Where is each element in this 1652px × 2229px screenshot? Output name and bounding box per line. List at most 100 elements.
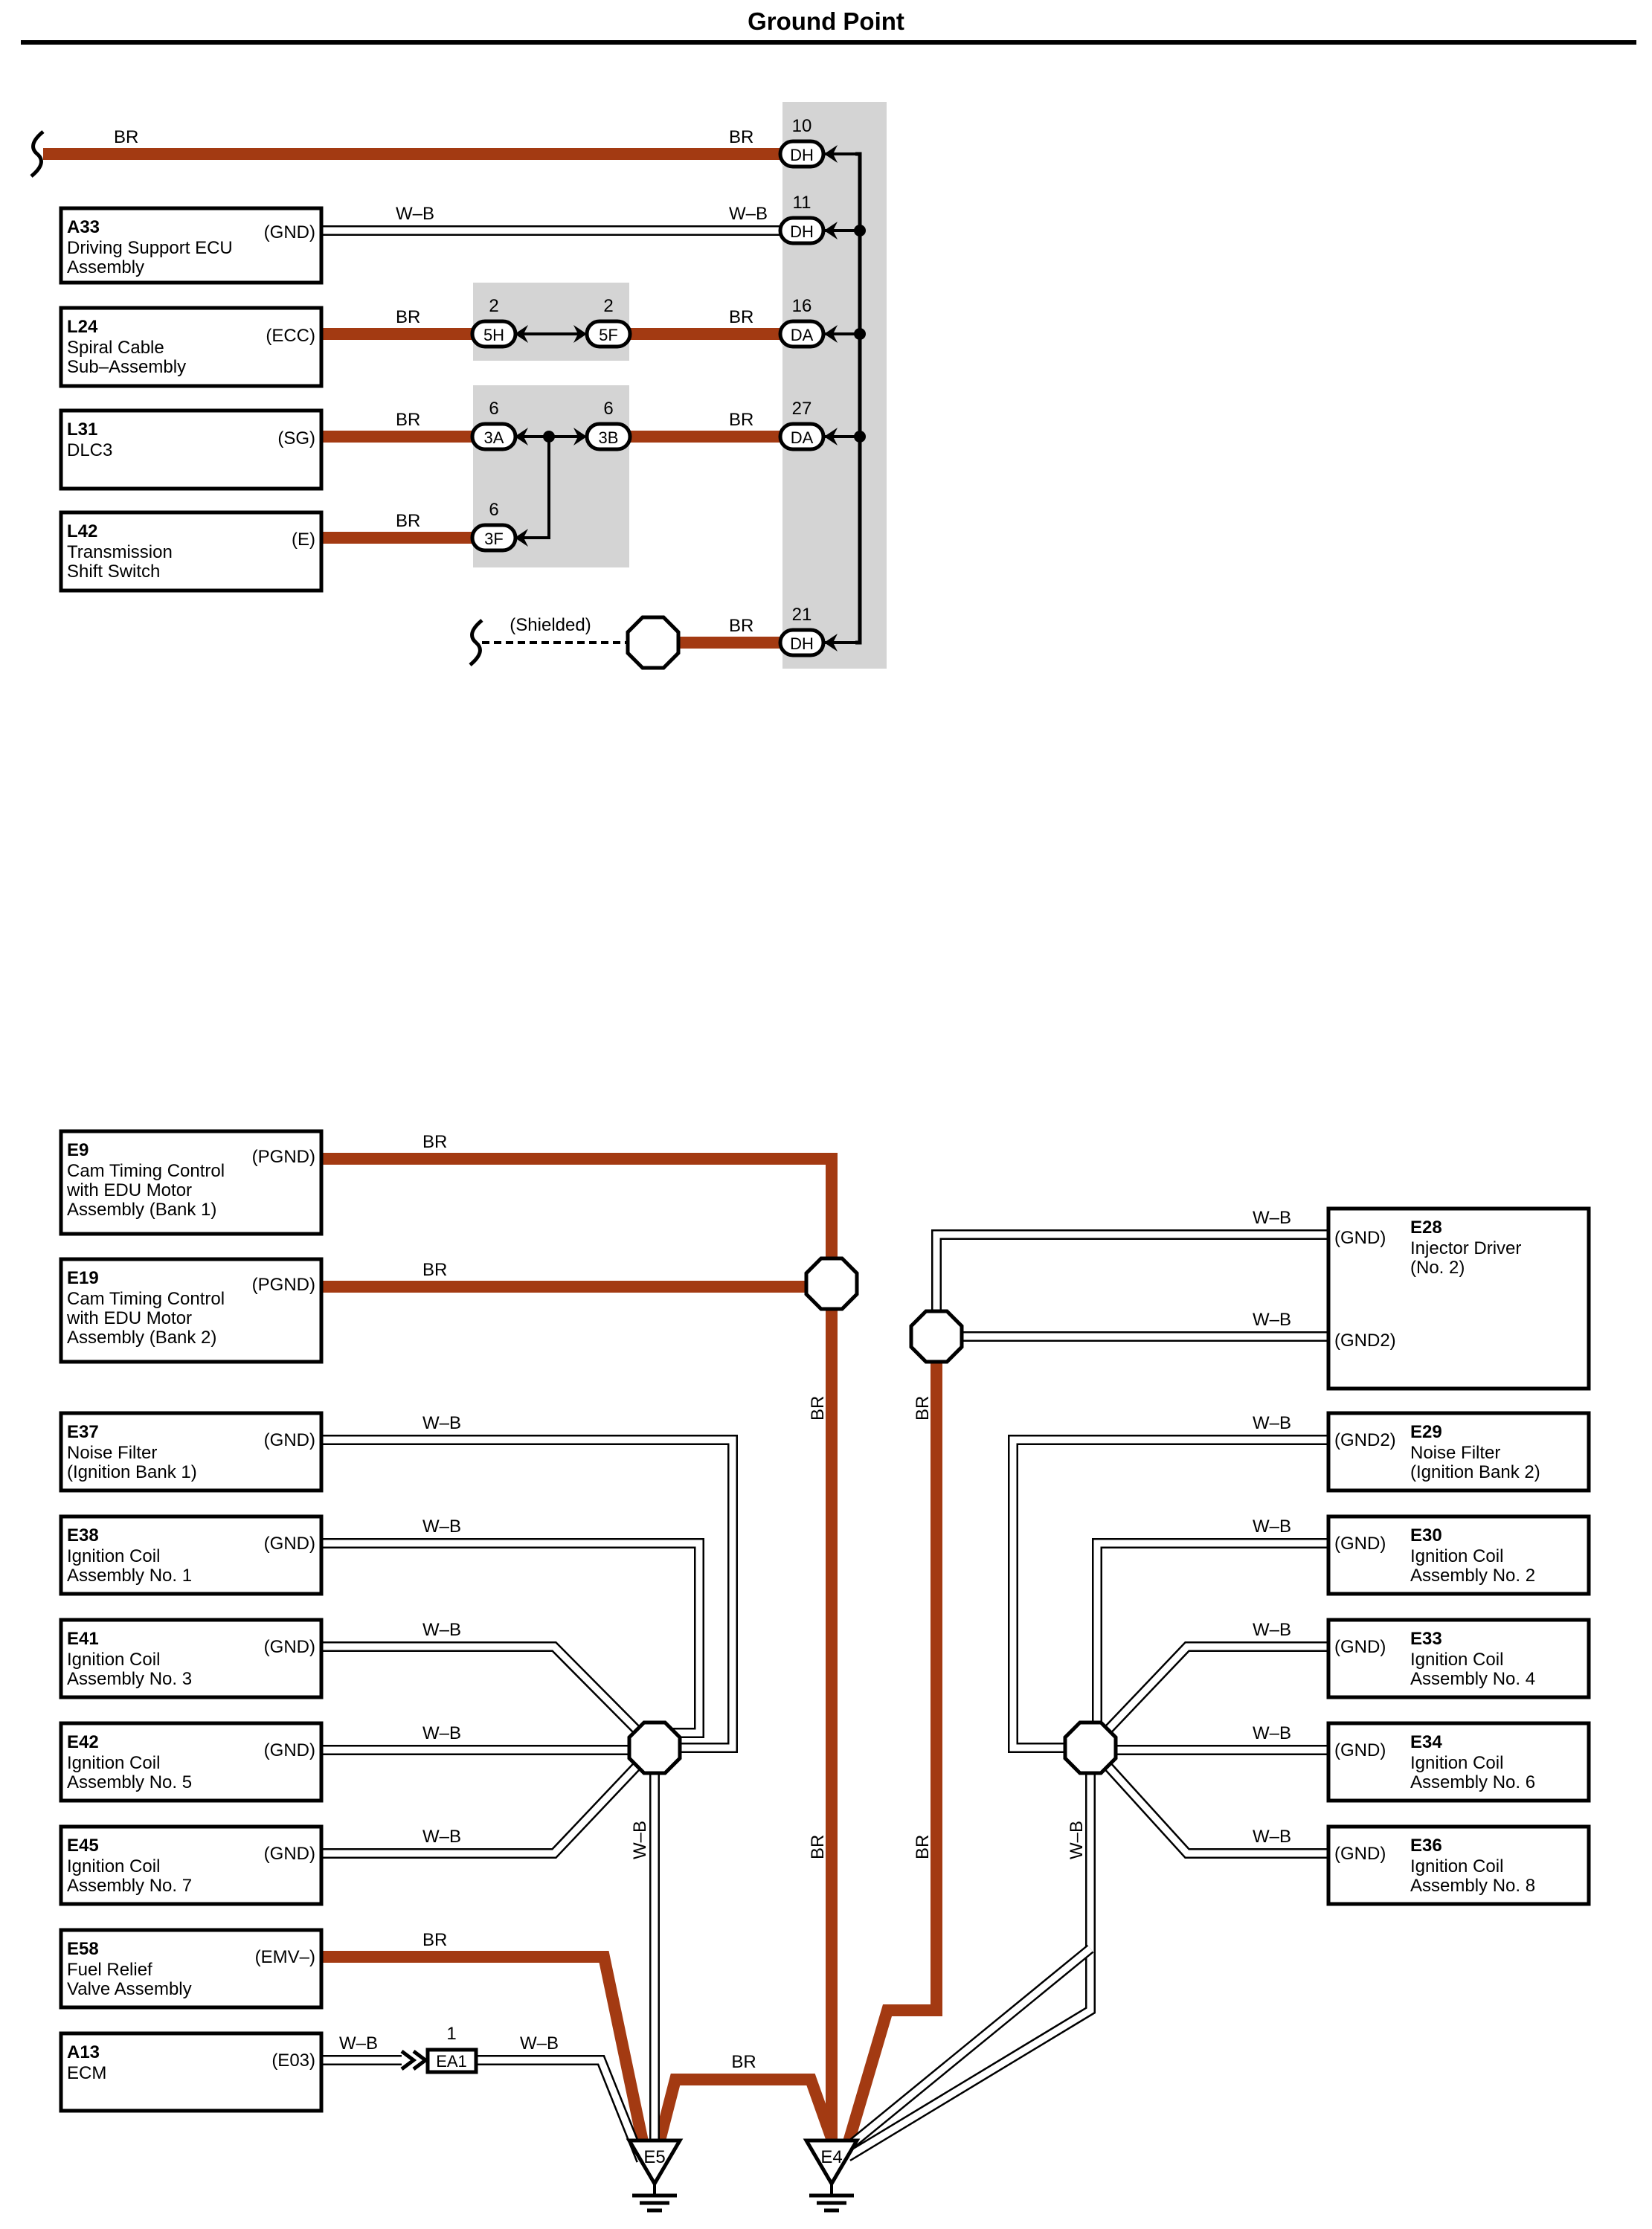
terminal-da-27 [778, 422, 826, 451]
wire-color-label: W–B [729, 204, 768, 224]
connector-ea1-pin-number: 1 [446, 2024, 456, 2044]
arrow-icon [515, 529, 528, 547]
wire-color-label: BR [729, 410, 753, 430]
wire-color-label: BR [729, 616, 753, 636]
br-wire-e5-e4 [649, 2074, 838, 2162]
wb-wire-right-to-e4-b [841, 1944, 1094, 2154]
wb-wire-core [846, 1748, 1094, 2160]
component-e19-code: E19 [67, 1268, 99, 1288]
component-l42-box [59, 510, 324, 593]
component-l42-pin-label: (E) [292, 530, 315, 550]
wb-wire-e38 [321, 1538, 704, 1738]
wb-wire-core [1095, 1643, 1328, 1743]
component-l31-pin-label: (SG) [277, 428, 315, 448]
connector-pin-number: 10 [792, 116, 812, 136]
arrow-icon [515, 428, 528, 446]
connector-label: DA [791, 428, 814, 447]
wb-wire-core [843, 1946, 1093, 2152]
component-e37-code: E37 [67, 1422, 99, 1442]
wire-color-label: W–B [1253, 1208, 1291, 1228]
component-e58-name-line: Valve Assembly [67, 1979, 192, 1999]
wb-wire-outline [845, 1748, 1096, 2161]
wb-wire-outline [476, 2055, 646, 2163]
component-l31-code: L31 [67, 419, 97, 440]
component-e28-box [1326, 1206, 1591, 1391]
arrow-icon [824, 145, 838, 163]
connector-pin-number: 2 [603, 296, 613, 316]
component-e45-name-line: Assembly No. 7 [67, 1876, 192, 1896]
component-e38-pin-label: (GND) [264, 1534, 315, 1554]
ground-e5-icon-label: E5 [643, 2147, 665, 2167]
connector-pin-number: 16 [792, 296, 812, 316]
component-a13-box [59, 2031, 324, 2113]
component-e45-name-line: Ignition Coil [67, 1856, 160, 1876]
connector-pin-number: 6 [489, 500, 498, 520]
component-e9-name-line: with EDU Motor [66, 1180, 192, 1200]
junction-dot [854, 431, 866, 443]
wire-break-icon [30, 130, 45, 178]
connector-label: DH [790, 634, 814, 653]
junction-dot [854, 328, 866, 340]
title-rule [21, 40, 1636, 45]
wb-wire-outline [321, 1435, 738, 1753]
component-e37-box [59, 1411, 324, 1493]
wire-color-label: W–B [1253, 1723, 1291, 1743]
wire-color-label: W–B [1253, 1827, 1291, 1847]
wb-wire-outline [1008, 1435, 1328, 1753]
component-e34-code: E34 [1410, 1732, 1442, 1752]
br-wire-e9 [321, 1153, 838, 2163]
component-e45-box [59, 1824, 324, 1906]
connector-pin-number: 21 [792, 605, 812, 625]
component-e33-pin-label: (GND) [1334, 1637, 1386, 1657]
connector-ea1 [425, 2048, 478, 2074]
arrow-icon [824, 428, 838, 446]
component-e28-name-line: (No. 2) [1410, 1258, 1465, 1278]
component-e36-pin-label: (GND) [1334, 1844, 1386, 1864]
component-a33-code: A33 [67, 217, 100, 237]
component-e41-name-line: Assembly No. 3 [67, 1669, 192, 1689]
component-e30-name-line: Ignition Coil [1410, 1546, 1503, 1566]
wb-wire-e45 [321, 1752, 652, 1859]
wb-wire-e28-gnd [931, 1229, 1328, 1337]
component-e29-pin-label: (GND2) [1334, 1430, 1396, 1450]
wire-color-label: BR [729, 127, 753, 147]
component-e19-box [59, 1257, 324, 1364]
component-e28-pin-label: (GND2) [1334, 1331, 1396, 1351]
component-e38-box [59, 1514, 324, 1596]
terminal-da-16 [778, 319, 826, 349]
wire-color-label: W–B [1253, 1413, 1291, 1433]
connector-pin-number: 11 [793, 193, 811, 213]
component-a13-code: A13 [67, 2042, 100, 2062]
component-e33-name-line: Ignition Coil [1410, 1650, 1503, 1670]
splice-point-e9-e19 [804, 1256, 859, 1311]
component-e19-pin-label: (PGND) [252, 1275, 315, 1295]
connector-label: 3B [599, 428, 619, 447]
component-e30-box [1326, 1514, 1591, 1596]
wire-color-label-vertical: BR [808, 1396, 828, 1421]
component-e28-pin-label: (GND) [1334, 1228, 1386, 1248]
component-e36-box [1326, 1824, 1591, 1906]
connector-label: DA [791, 326, 814, 344]
junction-dot [854, 225, 866, 237]
wb-wire-e30 [1092, 1538, 1328, 1729]
wire-color-label: W–B [1253, 1310, 1291, 1330]
wire-color-label: W–B [1253, 1620, 1291, 1640]
component-e38-name-line: Ignition Coil [67, 1546, 160, 1566]
wire-color-label: W–B [520, 2033, 559, 2053]
component-l24-name-line: Spiral Cable [67, 338, 164, 358]
component-l24-pin-label: (ECC) [266, 326, 315, 346]
splice-point-left [627, 1720, 682, 1775]
page-title: Ground Point [748, 7, 904, 35]
component-l24-code: L24 [67, 317, 98, 337]
component-e36-name-line: Assembly No. 8 [1410, 1876, 1535, 1896]
wire-color-label: BR [422, 1260, 447, 1280]
component-e58-box [59, 1928, 324, 2010]
component-e42-name-line: Ignition Coil [67, 1753, 160, 1773]
component-e45-code: E45 [67, 1836, 99, 1856]
wb-wire-core [321, 1540, 703, 1737]
component-e41-name-line: Ignition Coil [67, 1650, 160, 1670]
component-e29-box [1326, 1411, 1591, 1493]
component-e29-name-line: (Ignition Bank 2) [1410, 1462, 1540, 1482]
wire-color-label-vertical: BR [808, 1835, 828, 1859]
component-a33-pin-label: (GND) [264, 222, 315, 242]
